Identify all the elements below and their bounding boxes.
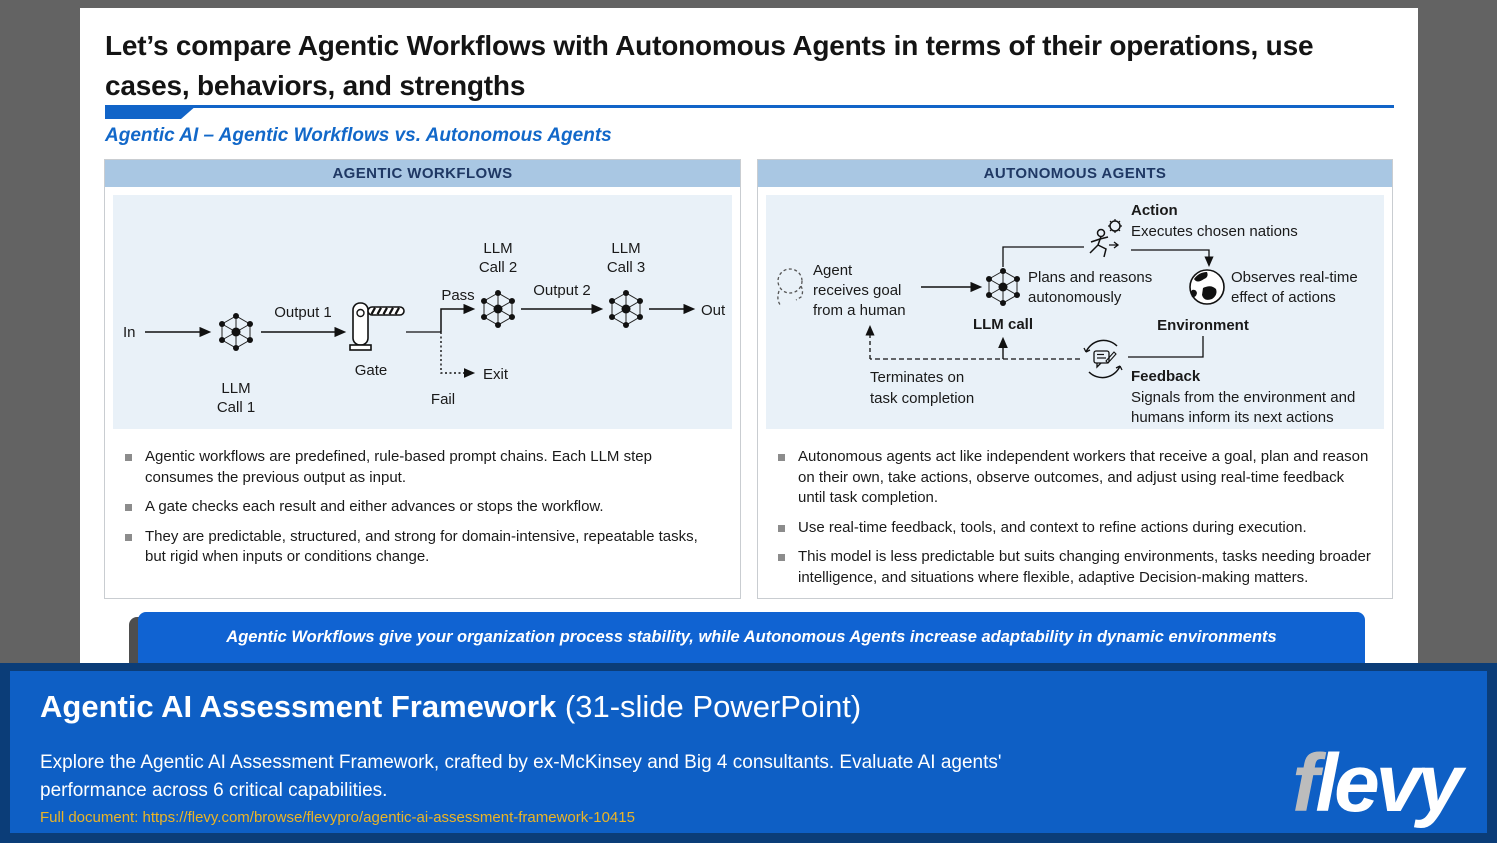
bullet-text: Agentic workflows are predefined, rule-b… [145,448,652,486]
llm-icon [480,289,516,329]
label-llm1-call: Call 1 [217,399,255,416]
flevy-logo-f: f [1292,738,1319,829]
label-llm1: LLM [221,380,250,397]
bullet-item: Agentic workflows are predefined, rule-b… [119,447,724,488]
flevy-logo: flevy [1292,743,1463,825]
feedback-icon [1083,339,1123,379]
autonomous-bullet-list: Autonomous agents act like independent w… [758,437,1392,588]
bullet-item: They are predictable, structured, and st… [119,527,724,568]
title-divider-accent [105,105,197,119]
label-gate: Gate [355,362,388,379]
bullet-text: Use real-time feedback, tools, and conte… [798,518,1307,536]
bullet-text: This model is less predictable but suits… [798,548,1371,586]
bullet-item: This model is less predictable but suits… [772,547,1376,588]
bullet-item: A gate checks each result and either adv… [119,497,724,518]
llm-icon [218,312,254,352]
label-llm-call: LLM call [973,316,1033,333]
label-feedback: Feedback [1131,368,1201,385]
autonomous-panel-header: AUTONOMOUS AGENTS [758,160,1392,187]
llm-icon [985,267,1021,307]
label-agent-3: from a human [813,302,906,319]
label-in: In [123,324,136,341]
label-plans-2: autonomously [1028,289,1122,306]
environment-globe-icon [1189,269,1225,305]
workflows-panel: AGENTIC WORKFLOWS [104,159,741,599]
bullet-marker-icon [125,533,132,541]
pass-arrow [440,303,476,332]
flow-line [1002,246,1084,267]
flevy-logo-rest: levy [1315,738,1463,829]
footer-description: Explore the Agentic AI Assessment Framew… [40,752,1002,801]
bullet-marker-icon [125,454,132,461]
autonomous-panel: AUTONOMOUS AGENTS [757,159,1393,599]
label-observes-1: Observes real-time [1231,269,1358,286]
label-llm2: LLM [483,240,512,257]
flow-arrow [1131,249,1214,267]
label-llm3: LLM [611,240,640,257]
gate-icon [349,302,405,351]
label-feedback-2: humans inform its next actions [1131,409,1334,426]
label-agent-2: receives goal [813,282,901,299]
slide-subtitle: Agentic AI – Agentic Workflows vs. Auton… [105,125,612,146]
workflows-diagram: In LLM Call 1 Output 1 [113,195,732,429]
label-feedback-1: Signals from the environment and [1131,389,1355,406]
bullet-text: Autonomous agents act like independent w… [798,448,1369,506]
label-pass: Pass [441,287,474,304]
bullet-item: Use real-time feedback, tools, and conte… [772,518,1376,539]
fail-arrow [440,332,476,378]
label-plans-1: Plans and reasons [1028,269,1152,286]
bullet-marker-icon [125,504,132,511]
summary-text: Agentic Workflows give your organization… [226,628,1277,646]
footer-link[interactable]: Full document: https://flevy.com/browse/… [40,809,635,826]
footer-banner: Agentic AI Assessment Framework (31-slid… [0,663,1497,843]
label-fail: Fail [431,391,455,408]
label-exit: Exit [483,366,509,383]
footer-title-suffix: (31-slide PowerPoint) [556,689,862,724]
label-llm3-call: Call 3 [607,259,645,276]
label-terminates-1: Terminates on [870,369,964,386]
label-terminates-2: task completion [870,390,974,407]
slide-title: Let’s compare Agentic Workflows with Aut… [105,30,1314,101]
label-observes-2: effect of actions [1231,289,1336,306]
label-action: Action [1131,202,1178,219]
bullet-text: A gate checks each result and either adv… [145,498,604,515]
bullet-marker-icon [778,454,785,461]
workflows-bullet-list: Agentic workflows are predefined, rule-b… [105,437,740,568]
bullet-marker-icon [778,554,785,561]
slide: Let’s compare Agentic Workflows with Aut… [80,8,1418,688]
flow-line [1128,336,1204,358]
agent-head-icon [777,268,804,307]
label-output1: Output 1 [274,304,332,321]
label-environment: Environment [1157,317,1249,334]
bullet-item: Autonomous agents act like independent w… [772,447,1376,509]
label-out: Out [701,302,726,319]
workflows-panel-header: AGENTIC WORKFLOWS [105,160,740,187]
autonomous-diagram: Agent receives goal from a human Plans a… [766,195,1384,429]
label-llm2-call: Call 2 [479,259,517,276]
label-action-desc: Executes chosen nations [1131,223,1298,240]
label-agent-1: Agent [813,262,853,279]
footer-title-main: Agentic AI Assessment Framework [40,689,557,724]
action-runner-icon [1089,219,1122,258]
bullet-marker-icon [778,524,785,532]
label-output2: Output 2 [533,282,591,299]
title-divider [105,105,1394,108]
bullet-text: They are predictable, structured, and st… [145,527,698,566]
footer-title: Agentic AI Assessment Framework (31-slid… [40,689,861,725]
llm-icon [608,289,644,329]
